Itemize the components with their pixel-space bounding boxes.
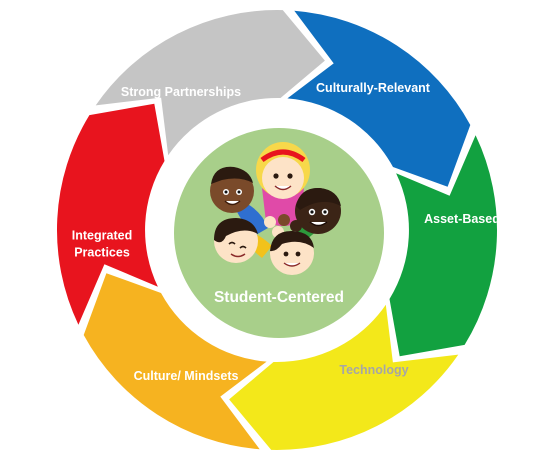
child-left-shirt: [236, 203, 268, 236]
center-label: Student-Centered: [214, 289, 344, 306]
segment-asset-based: Asset-Based: [389, 135, 500, 357]
segment-culture-mindsets: Culture/ Mindsets: [83, 273, 267, 450]
segment-integrated-practices-arrow: [56, 103, 165, 325]
segment-technology-label: Technology: [339, 363, 408, 377]
segment-technology: Technology: [229, 304, 459, 450]
child-left-head: [210, 166, 254, 213]
segment-culture-mindsets-arrow: [83, 273, 267, 450]
child-bottom-left-head: [214, 218, 258, 263]
segment-strong-partnerships-label: Strong Partnerships: [121, 85, 241, 99]
center-layer: Student-Centered: [174, 128, 384, 338]
segment-technology-arrow: [229, 304, 459, 450]
segment-culturally-relevant: Culturally-Relevant: [287, 10, 471, 187]
child-hand: [278, 214, 290, 226]
segment-asset-based-label: Asset-Based: [424, 212, 500, 226]
segment-culturally-relevant-arrow: [287, 10, 471, 187]
segment-integrated-practices-label: Integrated: [72, 229, 132, 243]
child-top-shirt: [262, 188, 304, 226]
child-bottom-right-head: [270, 230, 314, 275]
segments-layer: Culturally-RelevantAsset-BasedTechnology…: [56, 10, 500, 450]
segment-strong-partnerships-arrow: [95, 10, 325, 156]
segment-culture-mindsets-label: Culture/ Mindsets: [134, 369, 239, 383]
child-right-head: [295, 187, 341, 234]
segment-integrated-practices-label: Practices: [74, 246, 130, 260]
child-top-head: [256, 142, 310, 199]
child-hand: [264, 216, 276, 228]
segment-strong-partnerships: Strong Partnerships: [95, 10, 325, 156]
children-illustration: [210, 142, 341, 275]
segment-asset-based-arrow: [389, 135, 498, 357]
segment-culturally-relevant-label: Culturally-Relevant: [316, 81, 431, 95]
